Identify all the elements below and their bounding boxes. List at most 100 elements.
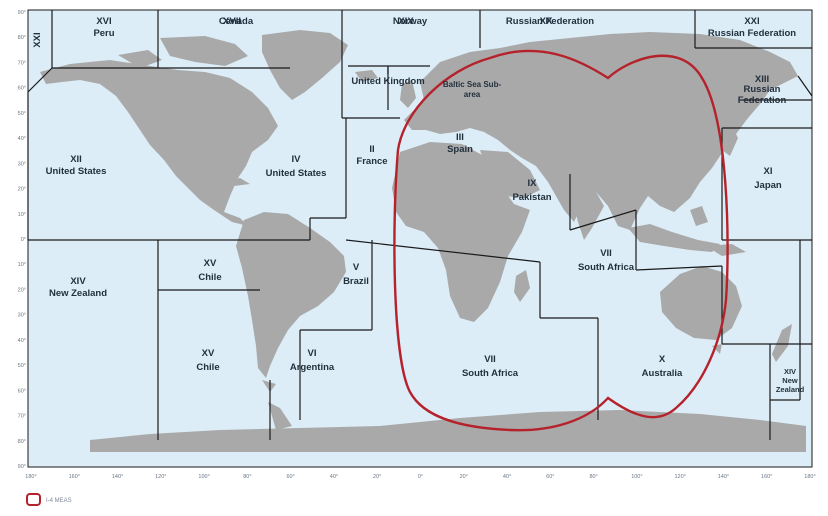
label-xvii-name: Peru [93,28,114,39]
label-xxi-name: Russian Federation [708,28,796,39]
label-vi-name: Argentina [290,362,335,373]
label-vi-numeral: VI [308,348,317,359]
area-labels: XXI XVI Peru XVII Canada XIX Norway XX R… [32,16,805,394]
latitude-label: 20° [18,187,26,193]
longitude-label: 160° [761,474,772,480]
latitude-label: 30° [18,313,26,319]
longitude-label: 160° [69,474,80,480]
land-arabia [480,150,540,198]
latitude-label: 80° [18,35,26,41]
label-xii-numeral: XII [70,154,82,165]
label-xvii-numeral: XVI [96,16,111,27]
coverage-outline [393,49,729,432]
latitude-label: 10° [18,212,26,218]
longitude-label: 60° [546,474,554,480]
longitude-label: 180° [25,474,36,480]
latitude-label: 80° [18,439,26,445]
label-xvi-numeral: XV [204,258,217,269]
label-baltic-name: Baltic Sea Sub-area [442,80,502,99]
label-viii-numeral: VII [600,248,612,259]
legend: I-4 MEAS [26,493,72,506]
label-xiv-e-name: New Zealand [775,376,805,394]
latitude-label: 50° [18,363,26,369]
latitude-label: 90° [18,10,26,16]
label-v-numeral: V [353,262,360,273]
label-v-name: Brazil [343,276,369,287]
label-vii-numeral: VII [484,354,496,365]
label-xii-name-wrap: United States [46,166,107,177]
longitude-label: 20° [373,474,381,480]
label-xiv-e-name-wrap: New Zealand [775,376,805,394]
label-x-name: Australia [642,368,683,379]
latitude-label: 70° [18,414,26,420]
land-eurasia [404,32,798,230]
label-xiii-name: Russian Federation [737,84,787,106]
latitude-label: 20° [18,287,26,293]
navarea-boundaries [27,10,813,440]
label-xx: XX Russian Federation [506,16,594,27]
longitude-label: 60° [287,474,295,480]
longitude-label: 140° [718,474,729,480]
label-ix-numeral: IX [528,178,538,189]
longitude-label: 100° [198,474,209,480]
label-iv-numeral: IV [292,154,302,165]
label-ix-name: Pakistan [512,192,551,203]
latitude-label: 30° [18,161,26,167]
longitude-label: 120° [155,474,166,480]
label-baltic-wrap: Baltic Sea Sub-area [442,80,502,99]
latitude-label: 40° [18,338,26,344]
label-xiii-name-wrap: Russian Federation [737,84,787,106]
latitude-label: 10° [18,262,26,268]
label-xv-name: Chile [196,362,219,373]
label-xviii-numeral: XVII [223,16,241,27]
legend-label: I-4 MEAS [46,498,72,504]
label-xxi-numeral: XXI [744,16,759,27]
label-xviii-name: Canada [219,16,254,27]
longitude-label: 80° [589,474,597,480]
label-iii-numeral: III [456,132,464,143]
svg-text:XIX: XIX [398,16,414,27]
longitude-label: 80° [243,474,251,480]
label-x-numeral: X [659,354,666,365]
land-arctic-islands [160,36,248,66]
land-north-america [40,60,278,226]
label-i-numeral: I [387,66,390,77]
latitude-label: 60° [18,388,26,394]
longitude-label: 180° [804,474,815,480]
label-iii-name: Spain [447,144,473,155]
label-iv-name: United States [266,168,327,179]
longitude-label: 40° [503,474,511,480]
longitude-label: 20° [460,474,468,480]
longitude-label: 0° [418,474,423,480]
label-viii-name: South Africa [578,262,635,273]
label-xiv-name: New Zealand [48,288,108,299]
label-ii-numeral: II [369,144,374,155]
latitude-label: 90° [18,464,26,470]
label-i-name-wrap: United Kingdom [351,76,425,87]
svg-text:Russian Federation: Russian Federation [506,16,594,27]
svg-text:Norway: Norway [393,16,428,27]
longitude-label: 140° [112,474,123,480]
longitude-label: 100° [631,474,642,480]
label-xiv-numeral: XIV [70,276,86,287]
latitude-label: 60° [18,86,26,92]
land-africa [392,142,530,322]
longitude-label: 40° [330,474,338,480]
latitude-labels: 90°80°70°60°50°40°30°20°10°0°10°20°30°40… [18,10,26,470]
svg-text:XX: XX [540,16,553,27]
label-xi-numeral: XI [764,166,773,177]
legend-swatch [26,493,41,506]
land-indonesia [628,224,720,252]
label-ii-name: France [356,156,387,167]
latitude-label: 0° [21,237,26,243]
longitude-label: 120° [674,474,685,480]
label-top-left-numeral: XXI [32,32,43,47]
label-xiv-name-wrap: New Zealand [48,288,108,299]
label-xix: XIX Norway [393,16,428,27]
latitude-label: 70° [18,60,26,66]
land-antarctica [90,410,806,452]
label-xviii: XVII Canada [219,16,254,27]
label-i-name: United Kingdom [351,76,425,87]
